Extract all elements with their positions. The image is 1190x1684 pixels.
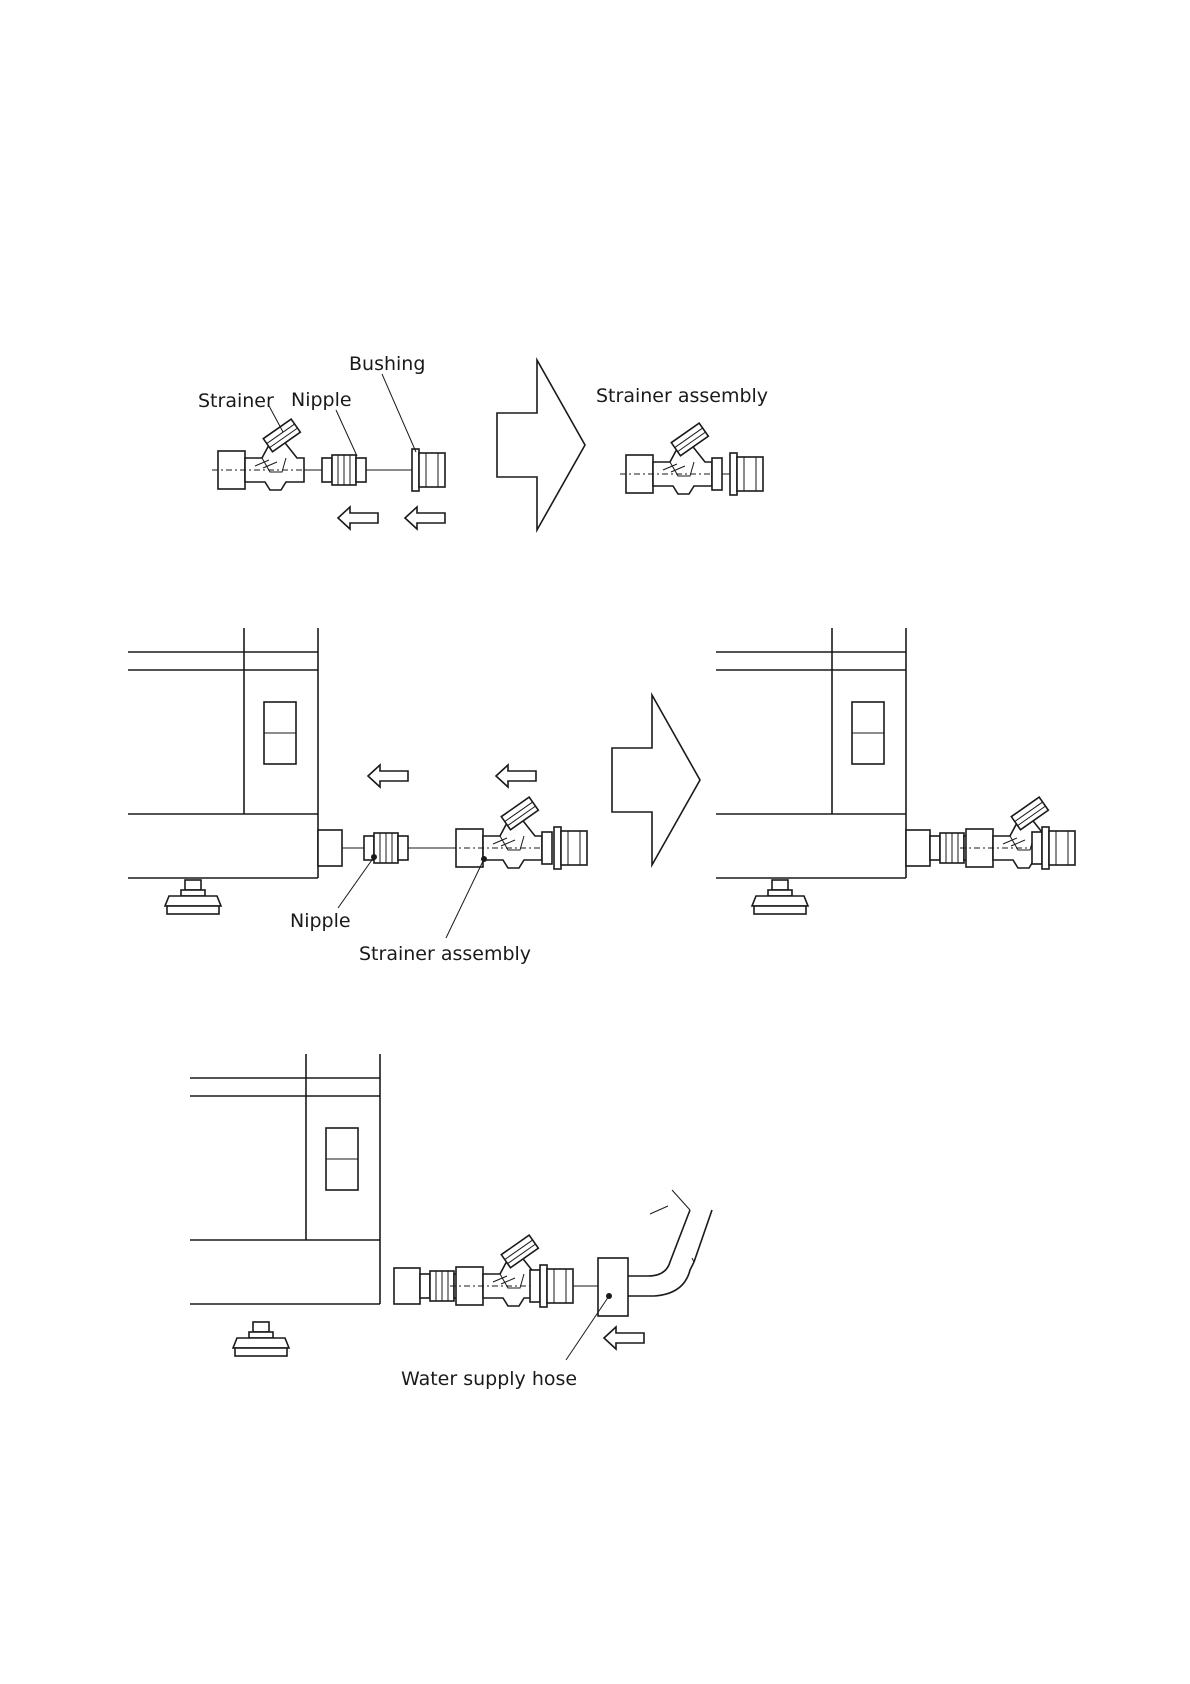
leveling-foot — [752, 880, 808, 914]
arrow-left-icon — [604, 1327, 644, 1349]
arrow-left-icon — [405, 507, 445, 529]
bushing-part — [554, 827, 587, 869]
machine-body — [716, 628, 906, 878]
label-nipple-step2: Nipple — [290, 910, 351, 932]
step3-hose-connection — [190, 1054, 712, 1360]
bushing-part — [412, 449, 445, 491]
bushing-part — [730, 453, 763, 495]
machine-body — [128, 628, 318, 878]
strainer-assembly-part — [450, 797, 548, 868]
label-strainer: Strainer — [198, 390, 274, 412]
arrow-left-icon — [338, 507, 378, 529]
machine-body — [190, 1054, 380, 1304]
label-nipple: Nipple — [291, 389, 352, 411]
arrow-left-icon — [496, 765, 536, 787]
leveling-foot — [165, 880, 221, 914]
label-water-supply-hose: Water supply hose — [401, 1368, 577, 1390]
big-arrow-right-icon — [612, 695, 700, 865]
bushing-part — [1042, 827, 1075, 869]
hose-fitting — [598, 1258, 628, 1316]
step1-assembled-view — [620, 423, 763, 495]
leveling-foot — [233, 1322, 289, 1356]
bushing-part — [540, 1265, 573, 1307]
label-bushing: Bushing — [349, 353, 425, 375]
strainer-part — [212, 419, 310, 490]
nipple-part — [322, 455, 366, 485]
step2-assembled-view — [716, 628, 1075, 914]
arrow-left-icon — [368, 765, 408, 787]
nipple-part — [364, 833, 408, 863]
label-strainer-assembly-step2: Strainer assembly — [359, 943, 531, 965]
step2-exploded-view — [128, 628, 587, 938]
strainer-assembly-part — [620, 423, 718, 494]
label-strainer-assembly-result: Strainer assembly — [596, 385, 768, 407]
big-arrow-right-icon — [497, 360, 585, 530]
